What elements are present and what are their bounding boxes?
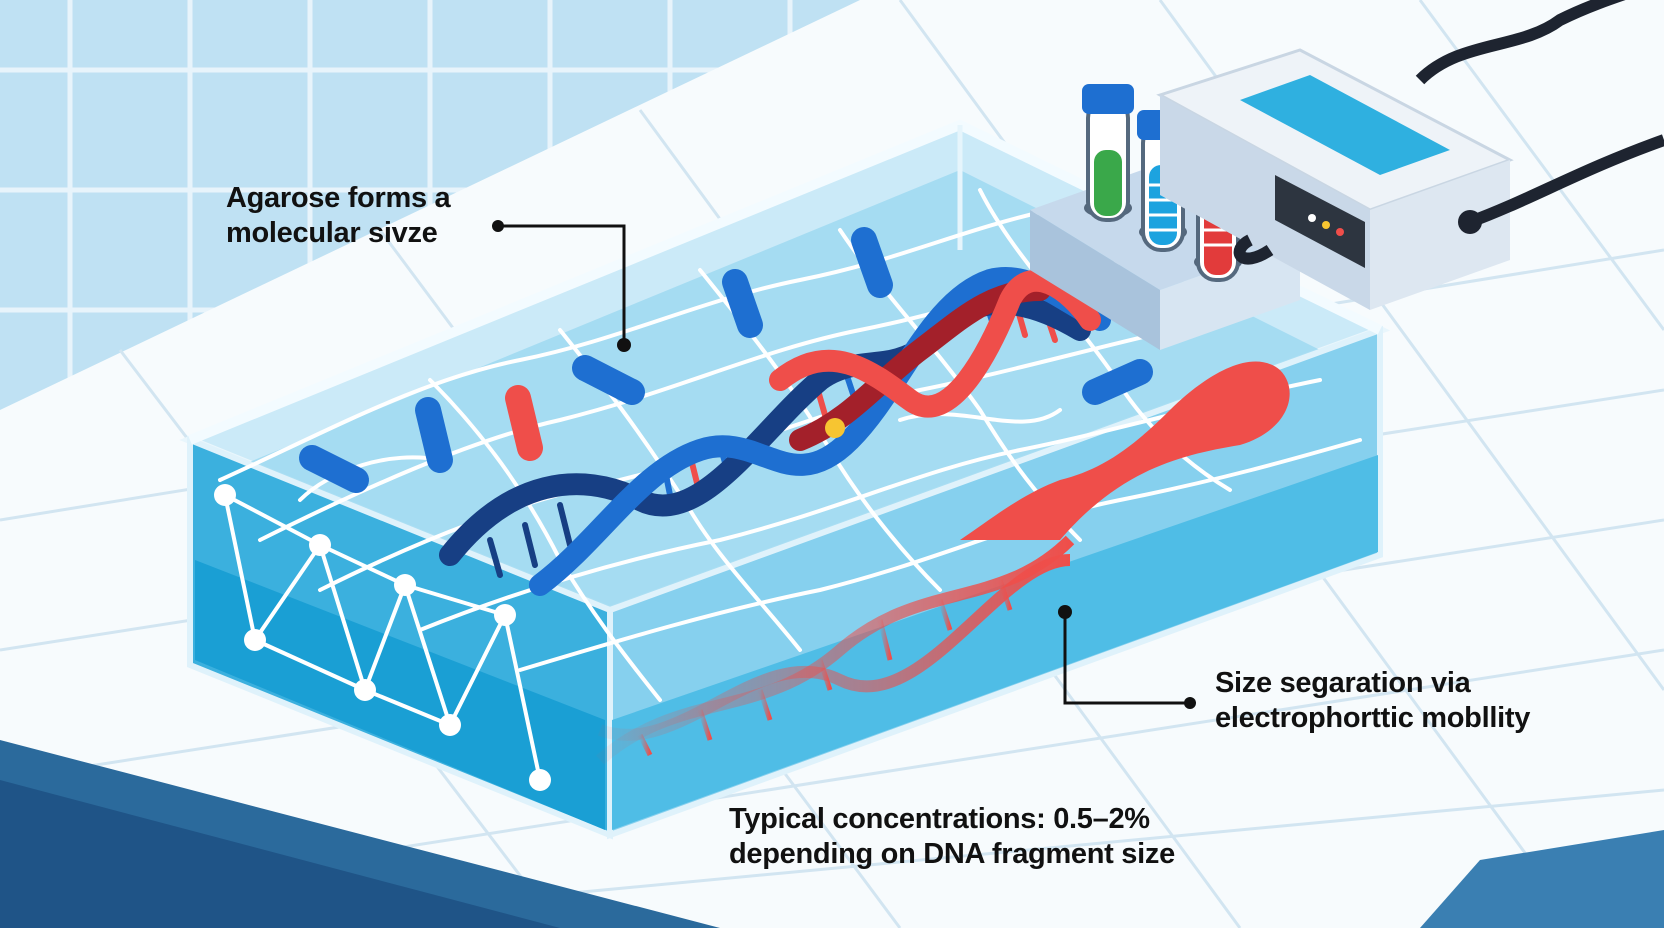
annotation-sieve-line1: Agarose forms a — [226, 182, 451, 214]
dna-fragments — [299, 227, 1153, 493]
callout-lines — [498, 224, 1190, 705]
annotation-concentration-line2: depending on DNA fragment size — [729, 838, 1175, 870]
annotation-concentration: Typical concentrations: 0.5–2% depending… — [729, 802, 1175, 872]
annotation-separation: Size segaration via electrophorttic mobl… — [1215, 666, 1530, 736]
front-mesh-nodes — [214, 484, 551, 791]
annotation-sieve: Agarose forms a molecular sivze — [226, 181, 451, 251]
power-supply-icon — [1156, 0, 1664, 310]
annotation-sieve-line2: molecular sivze — [226, 217, 438, 249]
annotation-separation-line1: Size segaration via — [1215, 667, 1471, 699]
annotation-separation-line2: electrophorttic mobllity — [1215, 702, 1531, 734]
callout-dots — [492, 220, 1196, 709]
test-tube-green-icon — [1082, 84, 1134, 222]
migrating-dna-icon — [596, 361, 1290, 765]
dna-helix-icon — [439, 267, 1111, 596]
front-mesh — [223, 493, 542, 781]
annotation-concentration-line1: Typical concentrations: 0.5–2% — [729, 803, 1150, 835]
